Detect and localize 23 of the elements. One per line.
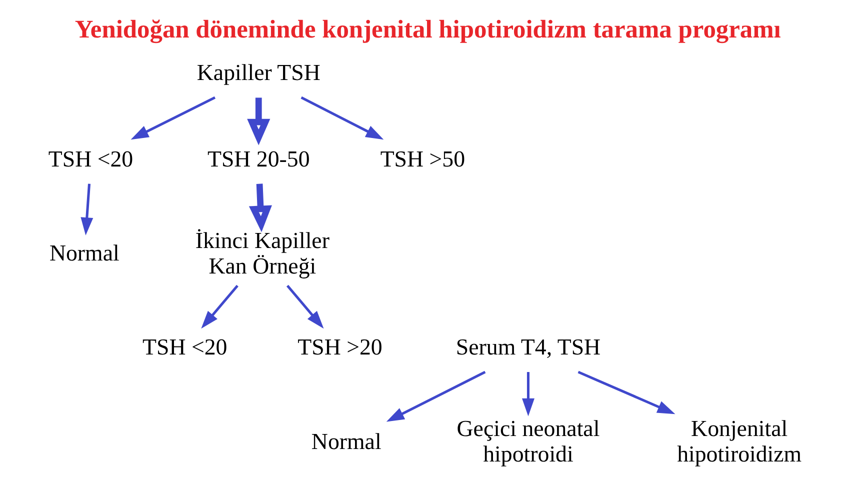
- arrow: [386, 370, 486, 422]
- arrow: [130, 96, 216, 140]
- arrow: [248, 184, 272, 232]
- node-text: Normal: [311, 428, 382, 454]
- arrow: [286, 284, 324, 329]
- arrow: [201, 284, 238, 329]
- node-text: Geçici neonatal hipotroidi: [456, 416, 600, 466]
- arrow: [578, 370, 676, 414]
- node-text: TSH <20: [142, 334, 228, 360]
- node-text: Serum T4, TSH: [456, 334, 601, 360]
- arrow: [247, 98, 270, 146]
- arrow: [522, 372, 534, 416]
- arrow: [300, 96, 384, 140]
- node-text: Kapiller TSH: [196, 60, 320, 85]
- diagram-title: Yenidoğan döneminde konjenital hipotiroidizm tarama programı: [74, 14, 781, 44]
- node-text: Konjenital hipotiroidizm: [677, 416, 802, 466]
- node-text: İkinci Kapiller Kan Örneği: [195, 228, 330, 278]
- node-text: TSH 20-50: [207, 146, 310, 172]
- node-text: TSH >50: [380, 146, 466, 172]
- arrow: [80, 184, 94, 236]
- node-text: TSH <20: [48, 146, 134, 172]
- node-text: Normal: [49, 240, 120, 266]
- node-text: TSH >20: [298, 334, 382, 360]
